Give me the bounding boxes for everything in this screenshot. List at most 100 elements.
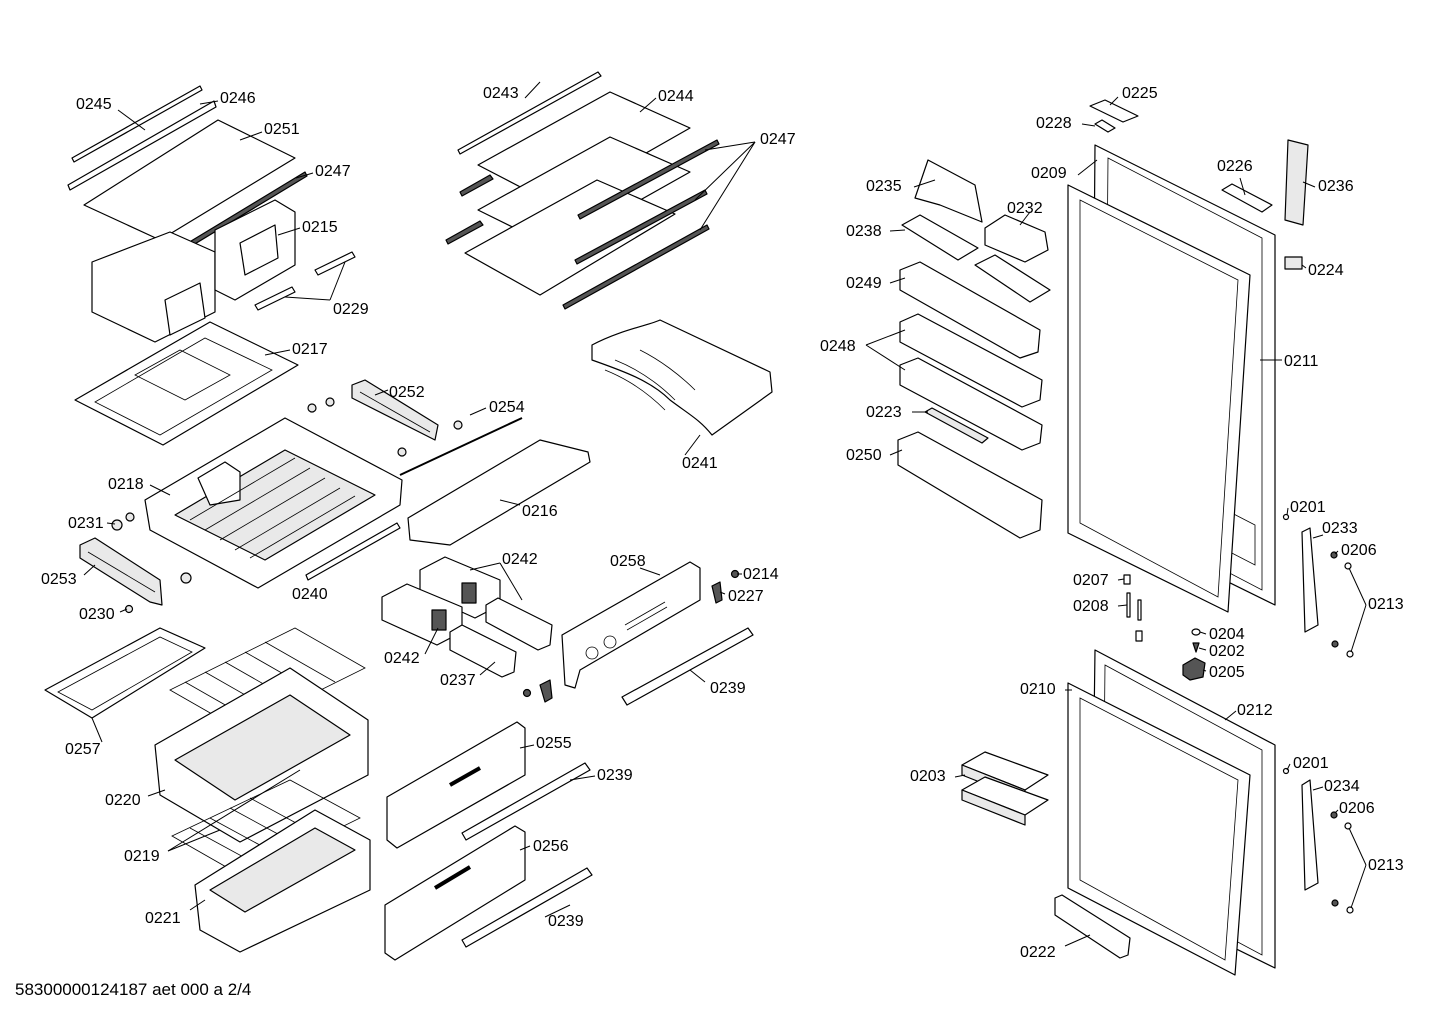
part-0206-screw bbox=[1330, 811, 1338, 819]
part-0248-door-balcony bbox=[899, 313, 1043, 408]
label-0208: 0208 bbox=[1073, 598, 1109, 615]
part-0236-panel bbox=[1284, 139, 1309, 226]
part-0250-door-balcony bbox=[897, 431, 1043, 539]
part-0248-door-balcony bbox=[899, 357, 1043, 451]
label-0243: 0243 bbox=[483, 85, 519, 102]
part-0233-handle bbox=[1301, 527, 1319, 633]
part-knob bbox=[180, 572, 192, 584]
label-0233: 0233 bbox=[1322, 520, 1358, 537]
label-0213b: 0213 bbox=[1368, 857, 1404, 874]
label-0225: 0225 bbox=[1122, 85, 1158, 102]
part-0218-drawer-tray bbox=[144, 417, 403, 589]
part-0206-screw bbox=[1331, 640, 1339, 648]
part-0225-cover bbox=[1089, 99, 1139, 123]
part-0215-insulation-block bbox=[91, 199, 296, 343]
label-0234: 0234 bbox=[1324, 778, 1360, 795]
label-0239b: 0239 bbox=[597, 767, 633, 784]
part-0208-hinge-pin bbox=[1137, 599, 1142, 621]
part-0231-knob bbox=[111, 519, 123, 531]
label-0214: 0214 bbox=[743, 566, 779, 583]
part-0239-strip bbox=[461, 867, 593, 948]
label-0252: 0252 bbox=[389, 384, 425, 401]
part-0240-rod bbox=[305, 522, 401, 581]
label-0247b: 0247 bbox=[760, 131, 796, 148]
part-knob bbox=[307, 403, 317, 413]
label-0203: 0203 bbox=[910, 768, 946, 785]
part-0243-rail bbox=[457, 71, 602, 155]
label-0256: 0256 bbox=[533, 838, 569, 855]
label-0212: 0212 bbox=[1237, 702, 1273, 719]
label-0222: 0222 bbox=[1020, 944, 1056, 961]
part-0213-cap bbox=[1344, 822, 1352, 830]
part-0255-drawer-front bbox=[386, 721, 526, 849]
label-0216: 0216 bbox=[522, 503, 558, 520]
part-0254-rod bbox=[399, 417, 523, 476]
part-0204-washer bbox=[1191, 628, 1201, 636]
label-0247: 0247 bbox=[315, 163, 351, 180]
part-0252-rack bbox=[351, 379, 439, 441]
part-0237-tray bbox=[449, 597, 553, 678]
part-0231-knob bbox=[125, 512, 135, 522]
label-0230: 0230 bbox=[79, 606, 115, 623]
label-0255: 0255 bbox=[536, 735, 572, 752]
label-0239: 0239 bbox=[710, 680, 746, 697]
part-0213-cap bbox=[1346, 906, 1354, 914]
part-0202-screw bbox=[1192, 642, 1200, 653]
part-0253-rack bbox=[79, 537, 163, 606]
part-0216-flap bbox=[407, 439, 591, 546]
part-knob bbox=[325, 397, 335, 407]
label-0215: 0215 bbox=[302, 219, 338, 236]
label-0246: 0246 bbox=[220, 90, 256, 107]
label-0242: 0242 bbox=[502, 551, 538, 568]
part-0247-rail-center bbox=[445, 139, 720, 310]
part-0210-door-seal bbox=[1067, 682, 1251, 976]
label-0205: 0205 bbox=[1209, 664, 1245, 681]
part-0206-screw bbox=[1331, 899, 1339, 907]
part-0205-hinge-block bbox=[1182, 657, 1206, 681]
part-knob bbox=[397, 447, 407, 457]
part-0222-cover-strip bbox=[1054, 894, 1131, 959]
part-0238-egg-tray bbox=[901, 214, 1051, 303]
label-0207: 0207 bbox=[1073, 572, 1109, 589]
label-0229: 0229 bbox=[333, 301, 369, 318]
part-0221-drawer bbox=[194, 809, 371, 953]
label-0232: 0232 bbox=[1007, 200, 1043, 217]
label-0245: 0245 bbox=[76, 96, 112, 113]
part-0239-strip bbox=[461, 762, 591, 841]
label-0206: 0206 bbox=[1341, 542, 1377, 559]
label-0224: 0224 bbox=[1308, 262, 1344, 279]
label-0206b: 0206 bbox=[1339, 800, 1375, 817]
part-0241-bottle-rack bbox=[591, 319, 773, 436]
label-0239c: 0239 bbox=[548, 913, 584, 930]
part-0257-tray bbox=[44, 627, 206, 719]
label-0235: 0235 bbox=[866, 178, 902, 195]
part-0235-cover bbox=[914, 159, 983, 223]
label-0211: 0211 bbox=[1284, 353, 1319, 370]
part-glass-shelf bbox=[464, 179, 676, 296]
part-0256-drawer-front bbox=[384, 825, 526, 961]
part-0232-butter-box bbox=[984, 214, 1049, 263]
label-0228: 0228 bbox=[1036, 115, 1072, 132]
label-0250: 0250 bbox=[846, 447, 882, 464]
label-0249: 0249 bbox=[846, 275, 882, 292]
part-0226-cover bbox=[1221, 183, 1273, 213]
part-labels: 0245 0246 0251 0247 0215 0229 0217 0252 … bbox=[41, 85, 1404, 961]
label-0254: 0254 bbox=[489, 399, 525, 416]
part-0223-grille bbox=[924, 407, 989, 444]
label-0217: 0217 bbox=[292, 341, 328, 358]
label-0251: 0251 bbox=[264, 121, 300, 138]
label-0204: 0204 bbox=[1209, 626, 1245, 643]
part-0234-handle bbox=[1301, 779, 1319, 891]
part-0207-bushing bbox=[1123, 574, 1131, 585]
part-0230-knob bbox=[124, 604, 134, 614]
label-0237: 0237 bbox=[440, 672, 476, 689]
label-0244: 0244 bbox=[658, 88, 694, 105]
label-0209: 0209 bbox=[1031, 165, 1067, 182]
part-hinge bbox=[539, 679, 553, 703]
label-0240: 0240 bbox=[292, 586, 328, 603]
part-0208-hinge-pin bbox=[1126, 592, 1131, 618]
part-knob bbox=[453, 420, 463, 430]
label-0231: 0231 bbox=[68, 515, 104, 532]
label-0201b: 0201 bbox=[1293, 755, 1329, 772]
